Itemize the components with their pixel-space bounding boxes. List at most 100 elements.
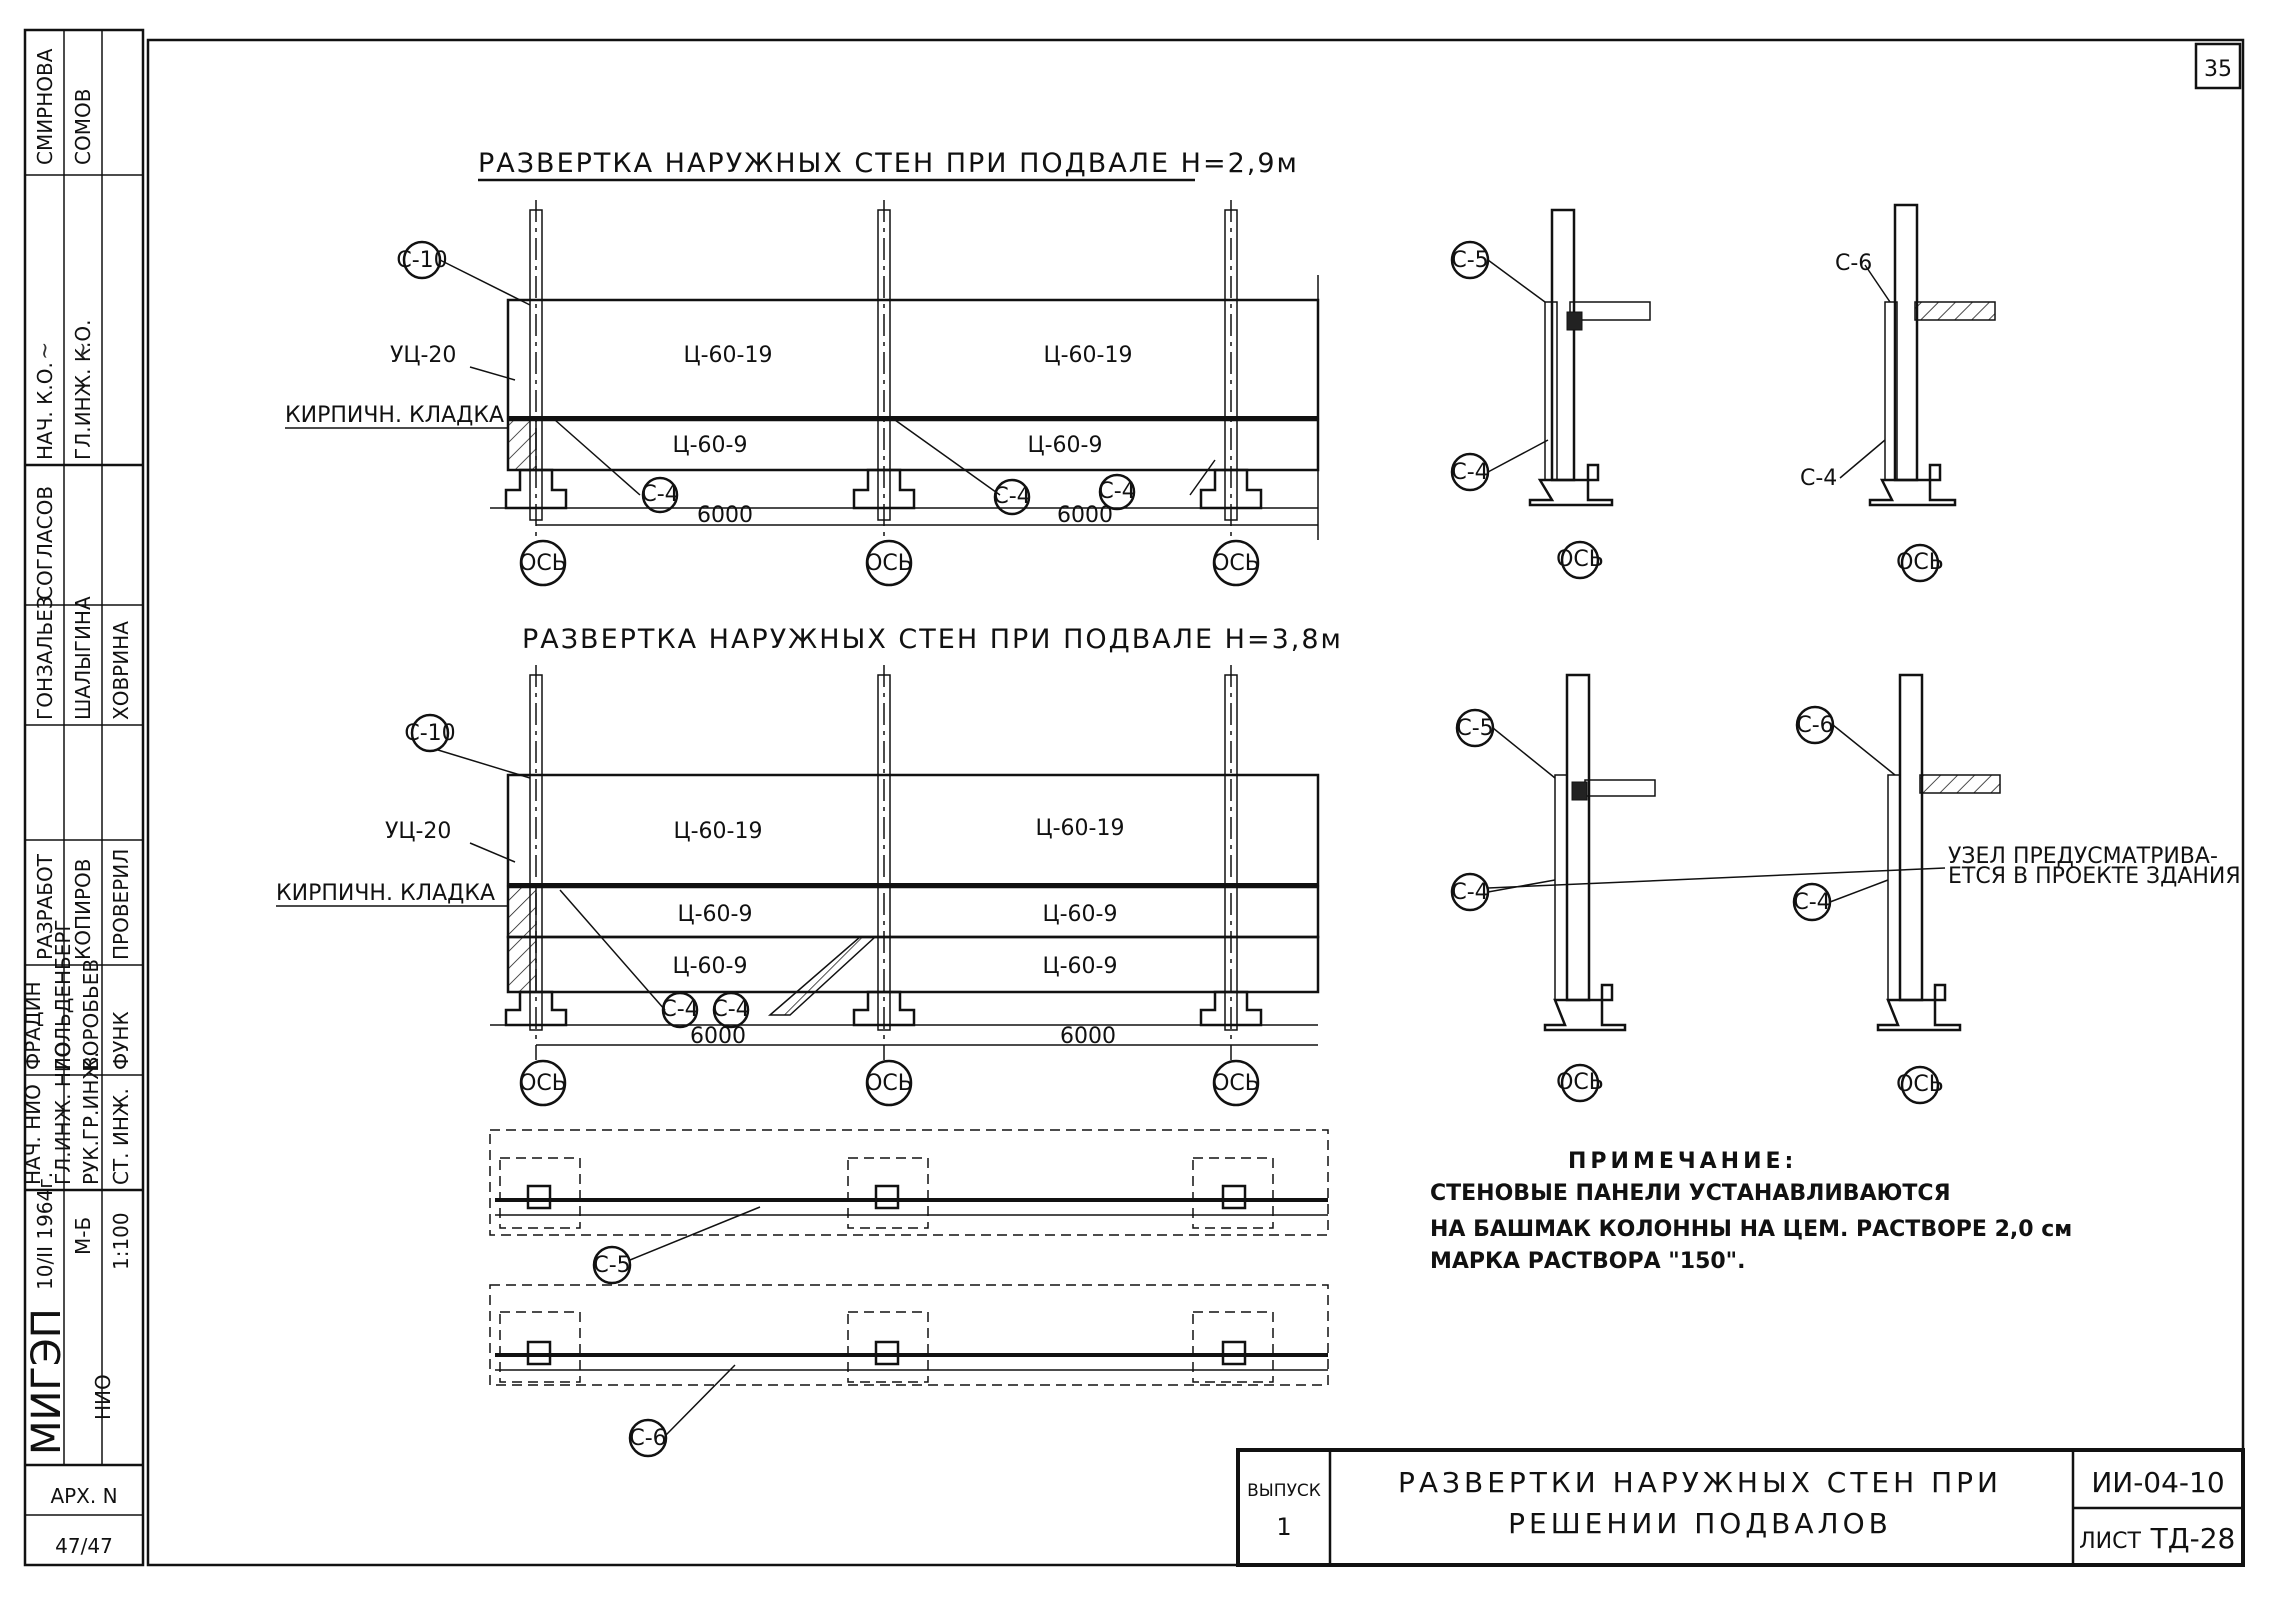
stamp-r4-c: ХОВРИНА — [109, 621, 133, 720]
stamp-org: МИГЭП — [24, 1308, 70, 1455]
detail-axis-1: ОСЬ — [1556, 547, 1604, 572]
plan-views: С-5 С-6 — [489, 1129, 1329, 1458]
title-line2: РЕШЕНИИ ПОДВАЛОВ — [1508, 1507, 1892, 1540]
s1-panel-bot-1: Ц-60-9 — [673, 433, 748, 458]
doc-code: ИИ-04-10 — [2091, 1466, 2224, 1499]
stamp-r4-b: ШАЛЫГИНА — [71, 596, 95, 720]
sheet-number: 35 — [2204, 57, 2232, 82]
section-1-title: РАЗВЕРТКА НАРУЖНЫХ СТЕН ПРИ ПОДВАЛЕ Н=2,… — [478, 148, 1299, 179]
s2-dim-1: 6000 — [690, 1024, 746, 1049]
s1-mark-c4-c: С-4 — [1098, 479, 1135, 504]
s2-panel-bot-1: Ц-60-9 — [673, 954, 748, 979]
detail-axis-3: ОСЬ — [1556, 1070, 1604, 1095]
s2-dim-2: 6000 — [1060, 1024, 1116, 1049]
s1-mark-c10: С-10 — [396, 248, 447, 273]
signature-1: ~ — [33, 342, 58, 360]
detail-tr-c4: С-4 — [1800, 466, 1837, 491]
stamp-r6-c: ВОРОБЬЕВ — [79, 959, 103, 1070]
sheet-number-box — [2194, 42, 2242, 90]
issue-label: ВЫПУСК — [1247, 1481, 1321, 1501]
signature-2: ~ — [71, 342, 96, 360]
s2-axis-2: ОСЬ — [865, 1071, 913, 1096]
s2-label-uc20: УЦ-20 — [385, 819, 451, 844]
stamp-r4-a: ГОНЗАЛЬЕЗ — [33, 596, 57, 720]
detail-tl-c4: С-4 — [1451, 460, 1488, 485]
note-line1: СТЕНОВЫЕ ПАНЕЛИ УСТАНАВЛИВАЮТСЯ — [1430, 1181, 1951, 1206]
s2-mark-c4-b: С-4 — [712, 997, 749, 1022]
title-block: ВЫПУСК 1 РАЗВЕРТКИ НАРУЖНЫХ СТЕН ПРИ РЕШ… — [1236, 1448, 2245, 1567]
stamp-date: 10/II 1964г. — [33, 1172, 57, 1290]
note-block: ПРИМЕЧАНИЕ: СТЕНОВЫЕ ПАНЕЛИ УСТАНАВЛИВАЮ… — [1430, 1149, 2072, 1274]
sheet-frame — [146, 38, 2245, 1567]
s1-axis-3: ОСЬ — [1212, 551, 1260, 576]
s1-label-uc20: УЦ-20 — [390, 343, 456, 368]
s1-mark-c4-a: С-4 — [641, 482, 678, 507]
sheet-id: ТД-28 — [2150, 1522, 2236, 1555]
s2-panel-top-1: Ц-60-19 — [674, 819, 763, 844]
s1-panel-top-2: Ц-60-19 — [1044, 343, 1133, 368]
stamp-archive-label: АРХ. N — [50, 1484, 117, 1508]
s2-mark-c4-a: С-4 — [661, 997, 698, 1022]
node-note-line1: УЗЕЛ ПРЕДУСМАТРИВА- — [1948, 844, 2218, 869]
left-stamp: НАЧ. К.О. СМИРНОВА ГЛ.ИНЖ. К.О. СОМОВ ~ … — [21, 28, 145, 1567]
s2-panel-mid-2: Ц-60-9 — [1043, 902, 1118, 927]
s1-panel-bot-2: Ц-60-9 — [1028, 433, 1103, 458]
detail-br-c4: С-4 — [1793, 890, 1830, 915]
stamp-r6-b: ГОЛЬДЕНБЕРГ — [51, 919, 75, 1070]
s2-axis-3: ОСЬ — [1212, 1071, 1260, 1096]
s1-dim-1: 6000 — [697, 503, 753, 528]
stamp-scale-label: М-Б — [71, 1217, 95, 1255]
node-note-line2: ЕТСЯ В ПРОЕКТЕ ЗДАНИЯ — [1948, 864, 2241, 889]
stamp-r6-a: ФРАДИН — [21, 981, 45, 1070]
plan-mark-c6: С-6 — [629, 1426, 666, 1451]
s2-panel-top-2: Ц-60-19 — [1036, 816, 1125, 841]
note-heading: ПРИМЕЧАНИЕ: — [1568, 1149, 1797, 1174]
s2-label-brick: КИРПИЧН. КЛАДКА — [276, 881, 495, 906]
elevation-h38: РАЗВЕРТКА НАРУЖНЫХ СТЕН ПРИ ПОДВАЛЕ Н=3,… — [276, 624, 1343, 1107]
stamp-r1-name: СМИРНОВА — [33, 48, 57, 165]
detail-br-c6: С-6 — [1796, 713, 1833, 738]
title-line1: РАЗВЕРТКИ НАРУЖНЫХ СТЕН ПРИ — [1398, 1466, 2002, 1499]
detail-axis-2: ОСЬ — [1896, 550, 1944, 575]
s2-axis-1: ОСЬ — [519, 1071, 567, 1096]
stamp-r6-d: ФУНК — [109, 1011, 133, 1070]
s2-mark-c10: С-10 — [404, 721, 455, 746]
stamp-archive-number: 47/47 — [55, 1534, 113, 1558]
s2-panel-bot-2: Ц-60-9 — [1043, 954, 1118, 979]
stamp-r3: СОГЛАСОВ — [33, 486, 57, 600]
s1-dim-2: 6000 — [1057, 503, 1113, 528]
stamp-r5-b: КОПИРОВ — [71, 859, 95, 960]
detail-tr-c6: С-6 — [1835, 251, 1872, 276]
stamp-r7-c: РУК.ГР.ИНЖ. — [79, 1052, 103, 1185]
section-2-title: РАЗВЕРТКА НАРУЖНЫХ СТЕН ПРИ ПОДВАЛЕ Н=3,… — [522, 624, 1343, 655]
stamp-scale: 1:100 — [109, 1212, 133, 1270]
s1-panel-top-1: Ц-60-19 — [684, 343, 773, 368]
stamp-r7-a: НАЧ. НИО — [21, 1084, 45, 1185]
note-line2: НА БАШМАК КОЛОННЫ НА ЦЕМ. РАСТВОРЕ 2,0 с… — [1430, 1217, 2072, 1242]
detail-bl-c5: С-5 — [1456, 716, 1493, 741]
detail-axis-4: ОСЬ — [1896, 1072, 1944, 1097]
note-line3: МАРКА РАСТВОРА "150". — [1430, 1249, 1746, 1274]
stamp-r7-b: ГЛ.ИНЖ. НИО — [51, 1041, 75, 1185]
elevation-h29: РАЗВЕРТКА НАРУЖНЫХ СТЕН ПРИ ПОДВАЛЕ Н=2,… — [285, 148, 1320, 587]
section-details: С-5 С-4 ОСЬ С-6 С-4 ОСЬ С-5 С-4 ОСЬ — [1450, 203, 2241, 1105]
stamp-r2-name: СОМОВ — [71, 89, 95, 165]
stamp-r5-c: ПРОВЕРИЛ — [109, 849, 133, 960]
plan-mark-c5: С-5 — [593, 1253, 630, 1278]
sheet-label: ЛИСТ — [2079, 1529, 2141, 1554]
stamp-dept: НИО — [91, 1374, 115, 1420]
stamp-r5-a: РАЗРАБОТ — [33, 853, 57, 960]
stamp-r7-d: СТ. ИНЖ. — [109, 1088, 133, 1185]
issue-number: 1 — [1276, 1513, 1291, 1541]
detail-tl-c5: С-5 — [1451, 248, 1488, 273]
s1-label-brick: КИРПИЧН. КЛАДКА — [285, 403, 504, 428]
stamp-r1-role: НАЧ. К.О. — [33, 362, 57, 460]
s1-mark-c4-b: С-4 — [993, 484, 1030, 509]
stamp-r2-role: ГЛ.ИНЖ. К.О. — [71, 319, 95, 460]
s1-axis-2: ОСЬ — [865, 551, 913, 576]
detail-bl-c4: С-4 — [1451, 880, 1488, 905]
s2-panel-mid-1: Ц-60-9 — [678, 902, 753, 927]
s1-axis-1: ОСЬ — [519, 551, 567, 576]
